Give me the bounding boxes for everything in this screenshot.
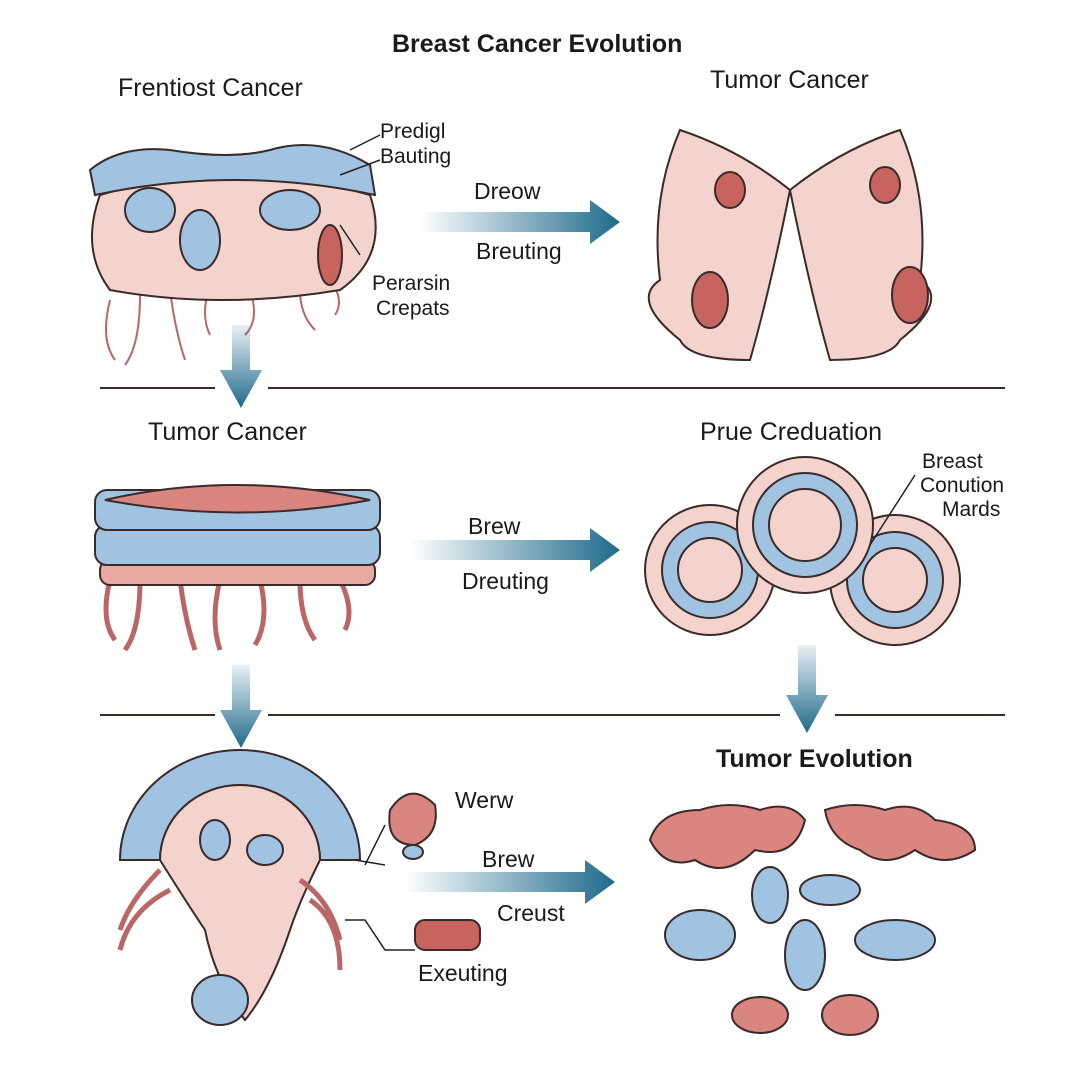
diagram-title: Breast Cancer Evolution xyxy=(392,30,683,58)
label-exeuting: Exeuting xyxy=(418,960,508,986)
arrow-2 xyxy=(410,528,620,572)
arrow-3-top-label: Brew xyxy=(482,846,535,872)
frentiost-cancer-illustration xyxy=(88,144,377,366)
label-bauting: Bauting xyxy=(380,145,452,168)
arrow-1-bottom-label: Breuting xyxy=(476,238,562,264)
label-mards: Mards xyxy=(942,498,1001,521)
arrow-3 xyxy=(405,860,615,904)
arrow-2-bottom-label: Dreuting xyxy=(462,568,549,594)
prue-creduation-illustration xyxy=(644,456,961,646)
down-arrow-2 xyxy=(786,645,828,733)
panel-title-tumor-cancer-1: Tumor Cancer xyxy=(710,66,869,94)
label-breast: Breast xyxy=(922,450,983,473)
panel-title-prue-creduation: Prue Creduation xyxy=(700,418,883,446)
bottom-left-illustration xyxy=(117,749,481,1026)
tumor-cancer-illustration-2 xyxy=(94,484,381,652)
label-werw: Werw xyxy=(455,787,514,813)
down-arrow-1 xyxy=(220,325,262,408)
label-perarsin: Perarsin xyxy=(372,272,451,295)
tumor-cancer-illustration-1 xyxy=(647,128,933,362)
label-conution: Conution xyxy=(920,474,1005,497)
label-predigl: Predigl xyxy=(380,120,446,143)
panel-title-tumor-evolution: Tumor Evolution xyxy=(716,745,913,773)
arrow-3-bottom-label: Creust xyxy=(497,900,565,926)
arrow-1-top-label: Dreow xyxy=(474,178,541,204)
arrow-1 xyxy=(420,200,620,244)
panel-title-frentiost-cancer: Frentiost Cancer xyxy=(118,74,303,102)
down-arrow-3 xyxy=(220,665,262,748)
panel-title-tumor-cancer-2: Tumor Cancer xyxy=(148,418,307,446)
tumor-evolution-illustration xyxy=(648,804,977,1036)
arrow-2-top-label: Brew xyxy=(468,513,521,539)
label-crepats: Crepats xyxy=(376,297,450,320)
